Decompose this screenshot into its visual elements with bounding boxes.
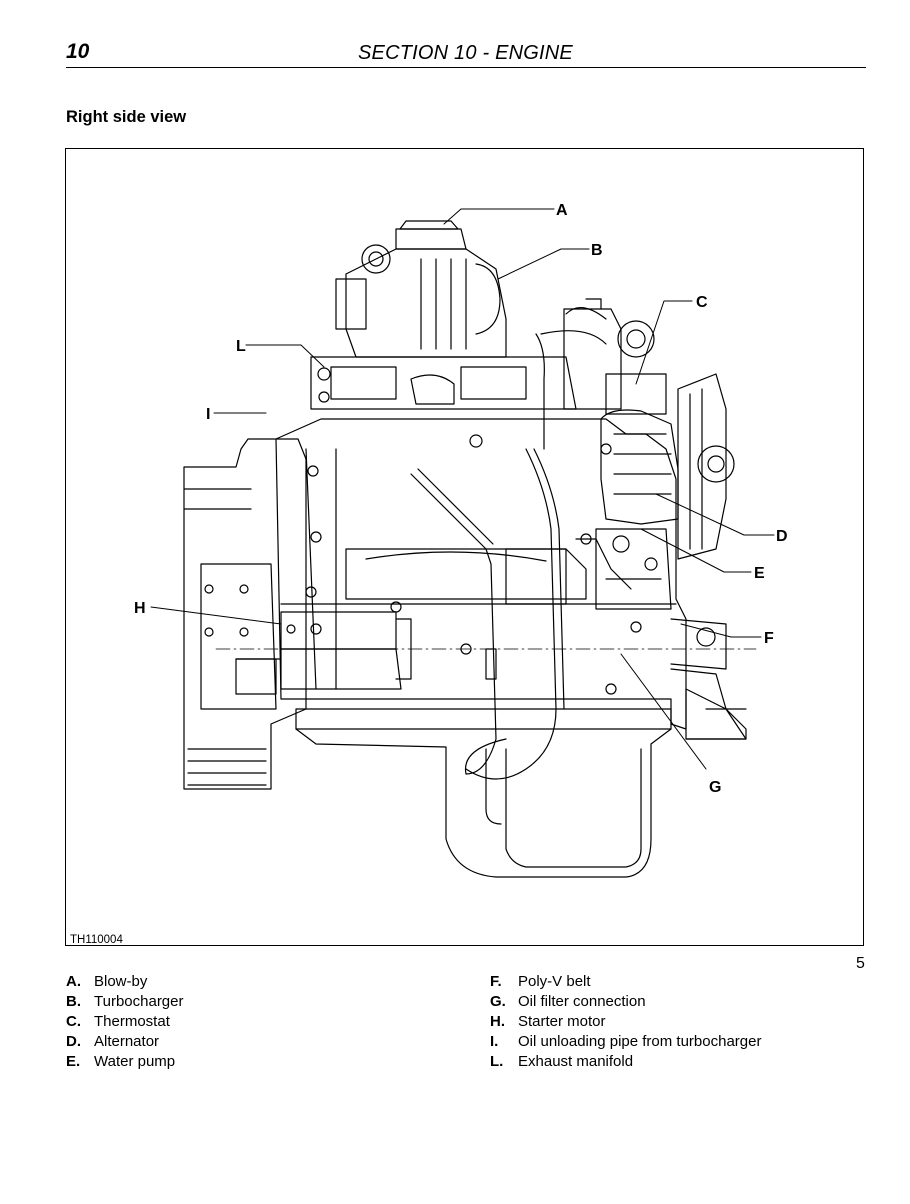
legend-key: I.: [490, 1033, 499, 1050]
poly-v-belt-pulley: [670, 373, 747, 740]
legend-left-column: A. Blow-by B. Turbocharger C. Thermostat D.…: [66, 972, 184, 1072]
figure-id: TH110004: [70, 934, 123, 946]
callout-leaders: [150, 208, 775, 770]
starter-motor: [235, 611, 412, 690]
callout-h: H: [134, 600, 146, 617]
legend-item: E. Water pump: [66, 1052, 184, 1072]
legend-text: Poly-V belt: [518, 973, 591, 990]
legend-item: G. Oil filter connection: [490, 992, 761, 1012]
thermostat: [563, 298, 667, 415]
engine-mount: [670, 668, 747, 740]
callout-f: F: [764, 630, 774, 647]
legend-item: H. Starter motor: [490, 1012, 761, 1032]
legend-text: Oil unloading pipe from turbocharger: [518, 1033, 762, 1050]
legend-key: C.: [66, 1013, 81, 1030]
engine-figure-frame: A B C D E F G H I L: [65, 148, 864, 946]
legend-key: E.: [66, 1053, 81, 1070]
turbocharger: [335, 220, 507, 358]
legend-key: G.: [490, 993, 506, 1010]
exhaust-manifold: [310, 356, 577, 448]
callout-d: D: [776, 528, 788, 545]
callout-g: G: [709, 779, 721, 796]
callout-e: E: [754, 565, 765, 582]
header-rule: [66, 67, 866, 68]
callout-l: L: [236, 338, 246, 355]
legend-item: I. Oil unloading pipe from turbocharger: [490, 1032, 761, 1052]
callout-c: C: [696, 294, 708, 311]
legend-text: Exhaust manifold: [518, 1053, 634, 1070]
engine-drawing: A B C D E F G H I L: [134, 202, 788, 878]
legend-item: A. Blow-by: [66, 972, 184, 992]
legend-text: Starter motor: [518, 1013, 606, 1030]
callout-i: I: [206, 406, 210, 423]
legend-text: Turbocharger: [94, 993, 184, 1010]
legend-key: A.: [66, 973, 81, 990]
legend-text: Thermostat: [94, 1013, 170, 1030]
figure-title: Right side view: [66, 108, 187, 126]
legend-text: Oil filter connection: [518, 993, 646, 1010]
section-title: SECTION 10 - ENGINE: [358, 42, 573, 64]
page-number: 5: [856, 955, 865, 972]
legend-item: F. Poly-V belt: [490, 972, 761, 992]
legend-key: L.: [490, 1053, 504, 1070]
legend-right-column: F. Poly-V belt G. Oil filter connection H.…: [490, 972, 761, 1072]
callout-a: A: [556, 202, 568, 219]
legend-key: D.: [66, 1033, 81, 1050]
legend-key: F.: [490, 973, 502, 990]
oil-sump: [295, 728, 672, 878]
page-section-number: 10: [66, 40, 90, 63]
alternator: [600, 409, 679, 525]
water-pump: [595, 528, 672, 610]
legend-key: B.: [66, 993, 81, 1010]
engine-block: [275, 418, 687, 730]
legend-text: Alternator: [94, 1033, 160, 1050]
oil-pipes: [410, 330, 632, 780]
legend-item: L. Exhaust manifold: [490, 1052, 761, 1072]
legend-text: Water pump: [94, 1053, 176, 1070]
legend-item: B. Turbocharger: [66, 992, 184, 1012]
legend-text: Blow-by: [94, 973, 148, 990]
legend-item: D. Alternator: [66, 1032, 184, 1052]
callout-b: B: [591, 242, 603, 259]
legend-key: H.: [490, 1013, 505, 1030]
legend-item: C. Thermostat: [66, 1012, 184, 1032]
